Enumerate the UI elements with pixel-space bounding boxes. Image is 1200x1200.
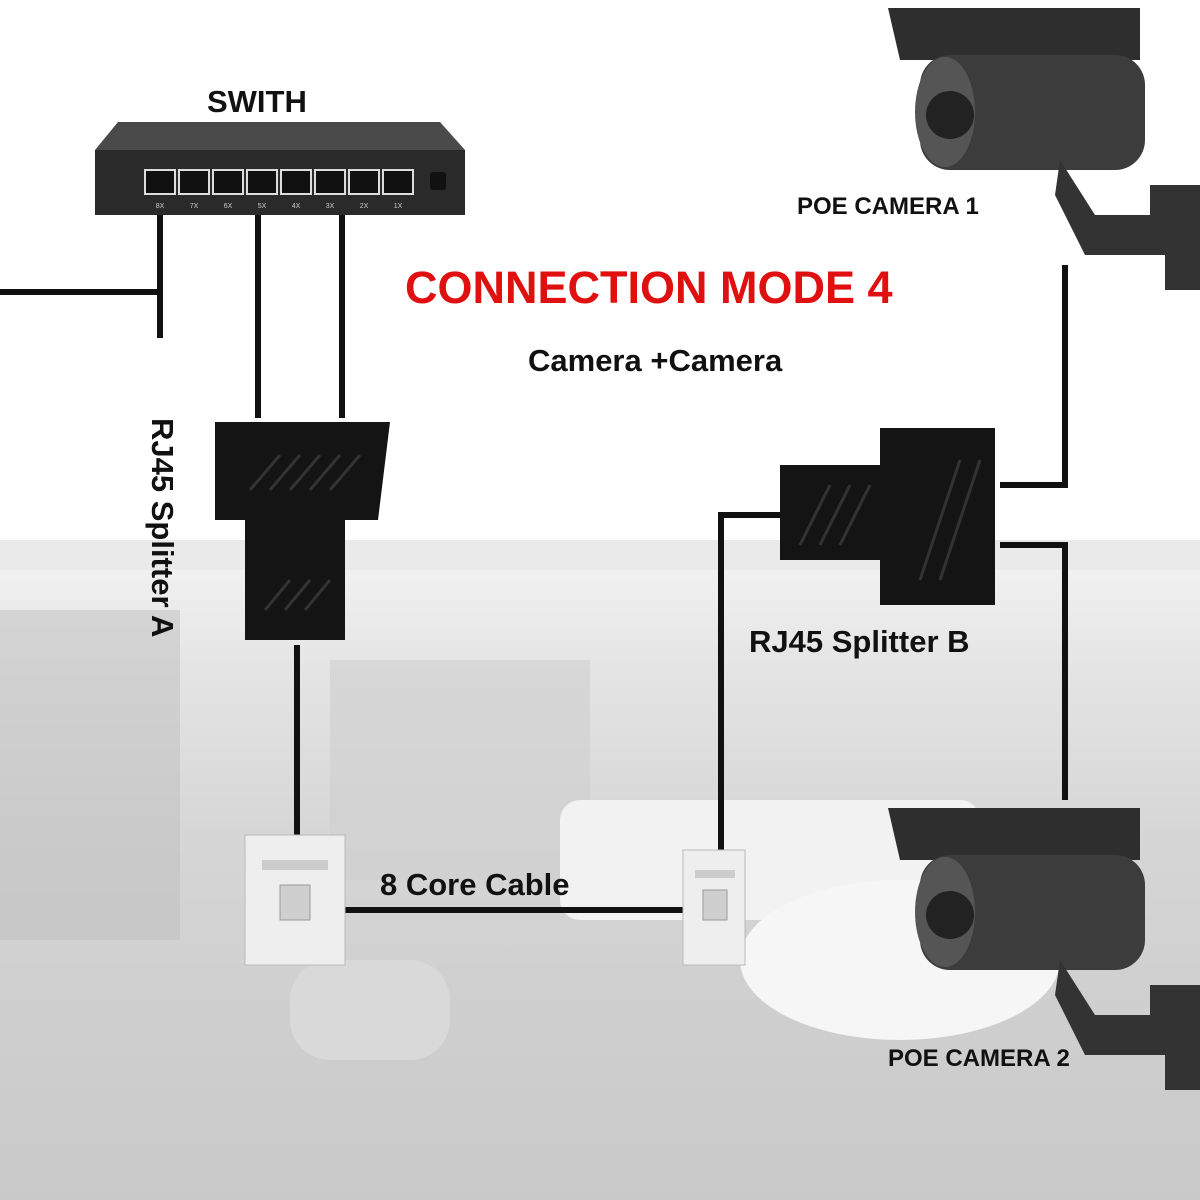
camera-2-device (888, 808, 1200, 1090)
cable-lines (0, 200, 1068, 913)
splitter-b-label: RJ45 Splitter B (749, 624, 970, 659)
wall-plate-b (682, 849, 746, 966)
camera-2-label: POE CAMERA 2 (888, 1045, 1070, 1072)
switch-port (178, 169, 210, 195)
diagram-title: CONNECTION MODE 4 (405, 262, 893, 313)
switch-port (348, 169, 380, 195)
switch-label: SWITH (207, 84, 307, 119)
switch-port (382, 169, 414, 195)
switch-port-label: 7X (190, 203, 199, 210)
network-switch: 8X 7X 6X 5X 4X 3X 2X 1X (95, 122, 465, 215)
switch-port-label: 5X (258, 203, 267, 210)
cable-label: 8 Core Cable (380, 867, 570, 902)
room-furniture (0, 540, 1200, 1060)
switch-port-label: 1X (394, 203, 403, 210)
switch-port (246, 169, 278, 195)
switch-port (144, 169, 176, 195)
splitter-a-label: RJ45 Splitter A (145, 418, 180, 638)
splitter-b-to-camera-2 (1000, 542, 1068, 800)
switch-port-label: 2X (360, 203, 369, 210)
switch-port-label: 6X (224, 203, 233, 210)
wall-plate-a (244, 834, 346, 966)
splitter-a-device (215, 422, 390, 640)
switch-port (314, 169, 346, 195)
camera-1-device (888, 8, 1200, 290)
splitter-b-to-camera-1 (1000, 265, 1068, 488)
switch-port-label: 4X (292, 203, 301, 210)
switch-port (212, 169, 244, 195)
diagram-subtitle: Camera +Camera (528, 343, 783, 378)
switch-port-label: 8X (156, 203, 165, 210)
switch-port-label: 3X (326, 203, 335, 210)
splitter-b-device (780, 428, 995, 605)
switch-port (280, 169, 312, 195)
camera-1-label: POE CAMERA 1 (797, 193, 979, 220)
plate-b-to-splitter-b (718, 512, 780, 850)
